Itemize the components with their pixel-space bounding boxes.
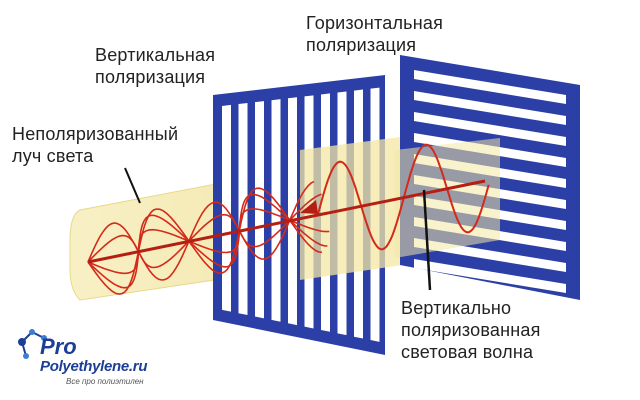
horizontal-slit xyxy=(414,91,566,125)
vertical-slit xyxy=(288,97,297,326)
label-horizontal-polarization: Горизонтальная поляризация xyxy=(306,12,443,56)
pointer-vertical-wave xyxy=(422,189,432,291)
label-line: Неполяризованный xyxy=(12,124,179,144)
logo-word: Pro xyxy=(40,334,77,359)
wave-path xyxy=(87,187,322,295)
wave-path xyxy=(87,180,315,281)
propagation-arrow xyxy=(87,179,486,264)
arrow-head-icon xyxy=(300,200,318,214)
horizontal-slit xyxy=(414,112,566,146)
vertical-slit xyxy=(271,99,281,322)
label-line: поляризация xyxy=(306,35,417,55)
vertical-wave xyxy=(317,143,490,251)
wave-path xyxy=(87,207,330,275)
label-line: Вертикально xyxy=(401,298,512,318)
label-line: поляризованная xyxy=(401,320,541,340)
wave-path xyxy=(87,193,328,289)
horizontal-slit xyxy=(414,70,566,104)
label-line: Вертикальная xyxy=(95,45,216,65)
molecule-logo-icon xyxy=(18,329,47,359)
pointer-unpolarized xyxy=(124,167,141,204)
label-unpolarized: Неполяризованный луч света xyxy=(12,123,178,167)
horizontal-slit xyxy=(414,259,566,293)
label-vertical-polarization: Вертикальная поляризация xyxy=(95,44,215,88)
label-line: луч света xyxy=(12,146,94,166)
label-line: Горизонтальная xyxy=(306,13,444,33)
label-line: поляризация xyxy=(95,67,206,87)
label-vertical-wave: Вертикально поляризованная световая волн… xyxy=(401,297,541,363)
logo-tagline: Все про полиэтилен xyxy=(66,377,144,386)
vertical-slit xyxy=(238,102,248,316)
logo-site: Polyethylene.ru xyxy=(40,358,148,375)
label-line: световая волна xyxy=(401,342,534,362)
